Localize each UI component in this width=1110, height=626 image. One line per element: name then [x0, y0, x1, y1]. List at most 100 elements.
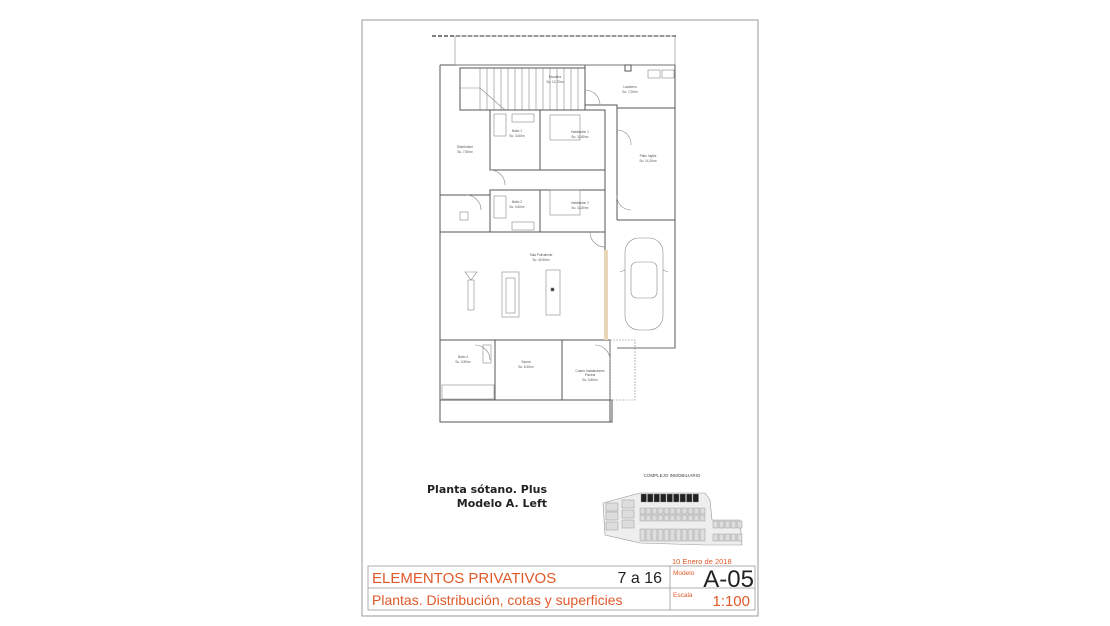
site-lot	[681, 514, 688, 522]
floor-plan	[439, 35, 676, 423]
site-lot	[681, 528, 688, 542]
site-lot	[699, 514, 706, 522]
site-map-title: COMPLEJO INMOBILIARIO	[644, 473, 701, 478]
scale-value: 1:100	[712, 593, 750, 610]
site-lot	[639, 528, 646, 542]
site-lot	[675, 514, 682, 522]
site-lot	[605, 521, 619, 531]
site-lot	[686, 493, 693, 503]
svg-text:Lavadero: Lavadero	[623, 85, 637, 89]
site-lot	[724, 520, 731, 529]
svg-text:Escalera: Escalera	[549, 75, 562, 79]
model-label: Modelo	[673, 570, 695, 577]
svg-text:Su: 3,60m²: Su: 3,60m²	[509, 205, 525, 209]
svg-text:Su: 7,00m²: Su: 7,00m²	[622, 90, 638, 94]
site-lot	[712, 520, 719, 529]
svg-text:Baño 2: Baño 2	[512, 200, 522, 204]
site-lot	[699, 507, 706, 515]
site-lot	[663, 528, 670, 542]
site-lot	[605, 511, 619, 521]
site-lot	[605, 502, 619, 512]
site-lot	[687, 528, 694, 542]
svg-text:Sala Polivalente: Sala Polivalente	[530, 253, 553, 257]
site-lot	[736, 520, 743, 529]
site-lot	[621, 499, 635, 509]
svg-text:Habitación 1: Habitación 1	[571, 130, 589, 134]
plan-subtitle: Modelo A. Left	[457, 497, 547, 510]
car	[619, 237, 669, 331]
svg-text:Distribuidor: Distribuidor	[457, 145, 474, 149]
drawing-subtitle: Plantas. Distribución, cotas y superfici…	[372, 592, 623, 608]
site-lot	[660, 493, 667, 503]
svg-text:Patio Inglés: Patio Inglés	[640, 154, 657, 158]
site-lot	[666, 493, 673, 503]
svg-text:Baño 1: Baño 1	[512, 129, 522, 133]
site-lot	[653, 493, 660, 503]
site-lot	[681, 507, 688, 515]
site-lot	[621, 509, 635, 519]
section-title: ELEMENTOS PRIVATIVOS	[372, 570, 556, 587]
site-lot	[669, 514, 676, 522]
svg-text:Su: 3,90m²: Su: 3,90m²	[455, 360, 471, 364]
site-lot	[657, 507, 664, 515]
site-lot	[651, 507, 658, 515]
site-lot	[640, 493, 647, 503]
svg-text:Su: 5,80m²: Su: 5,80m²	[582, 378, 598, 382]
site-lot	[687, 507, 694, 515]
svg-text:Baño 4: Baño 4	[458, 355, 468, 359]
svg-text:Sauna: Sauna	[521, 360, 530, 364]
site-lot	[647, 493, 654, 503]
site-lot	[730, 520, 737, 529]
site-lot	[669, 507, 676, 515]
site-lot	[639, 514, 646, 522]
site-lot	[730, 533, 737, 542]
site-lot	[699, 528, 706, 542]
svg-text:Piscina: Piscina	[585, 373, 596, 377]
svg-text:Su: 11,80m²: Su: 11,80m²	[571, 135, 588, 139]
site-lot	[724, 533, 731, 542]
site-lot	[693, 507, 700, 515]
svg-text:Cuarto Instalaciones: Cuarto Instalaciones	[575, 369, 604, 373]
sheet-border	[361, 19, 759, 617]
site-lot	[645, 514, 652, 522]
site-lot	[693, 514, 700, 522]
site-lot	[675, 507, 682, 515]
plan-title: Planta sótano. Plus	[427, 483, 547, 496]
site-lot	[736, 533, 743, 542]
site-lot	[651, 528, 658, 542]
svg-text:Su: 7,50m²: Su: 7,50m²	[457, 150, 473, 154]
scale-label: Escala	[673, 592, 693, 599]
site-lot	[675, 528, 682, 542]
site-lot	[669, 528, 676, 542]
site-lot	[679, 493, 686, 503]
site-lot	[718, 520, 725, 529]
site-lot	[663, 507, 670, 515]
svg-text:Su: 14,30m²: Su: 14,30m²	[639, 159, 656, 163]
site-lot	[639, 507, 646, 515]
site-lot	[692, 493, 699, 503]
svg-text:Habitación 2: Habitación 2	[571, 201, 589, 205]
site-lot	[712, 533, 719, 542]
site-lot	[687, 514, 694, 522]
site-lot	[645, 507, 652, 515]
site-lot	[718, 533, 725, 542]
site-map: COMPLEJO INMOBILIARIO	[602, 473, 743, 546]
site-lot	[693, 528, 700, 542]
date: 10 Enero de 2018	[672, 557, 732, 566]
site-lot	[663, 514, 670, 522]
site-lot	[621, 519, 635, 529]
gym-equipment	[464, 269, 561, 318]
svg-text:Su: 40,90m²: Su: 40,90m²	[532, 258, 549, 262]
site-lot	[645, 528, 652, 542]
title-block: 10 Enero de 2018 ELEMENTOS PRIVATIVOS 7 …	[367, 557, 756, 611]
page-range: 7 a 16	[618, 570, 663, 587]
stairs	[459, 67, 586, 111]
svg-text:Su: 8,30m²: Su: 8,30m²	[518, 365, 534, 369]
site-lot	[657, 514, 664, 522]
svg-text:Su: 11,80m²: Su: 11,80m²	[571, 206, 588, 210]
svg-text:Su: 13,70m²: Su: 13,70m²	[546, 80, 563, 84]
site-lot	[673, 493, 680, 503]
site-lot	[651, 514, 658, 522]
